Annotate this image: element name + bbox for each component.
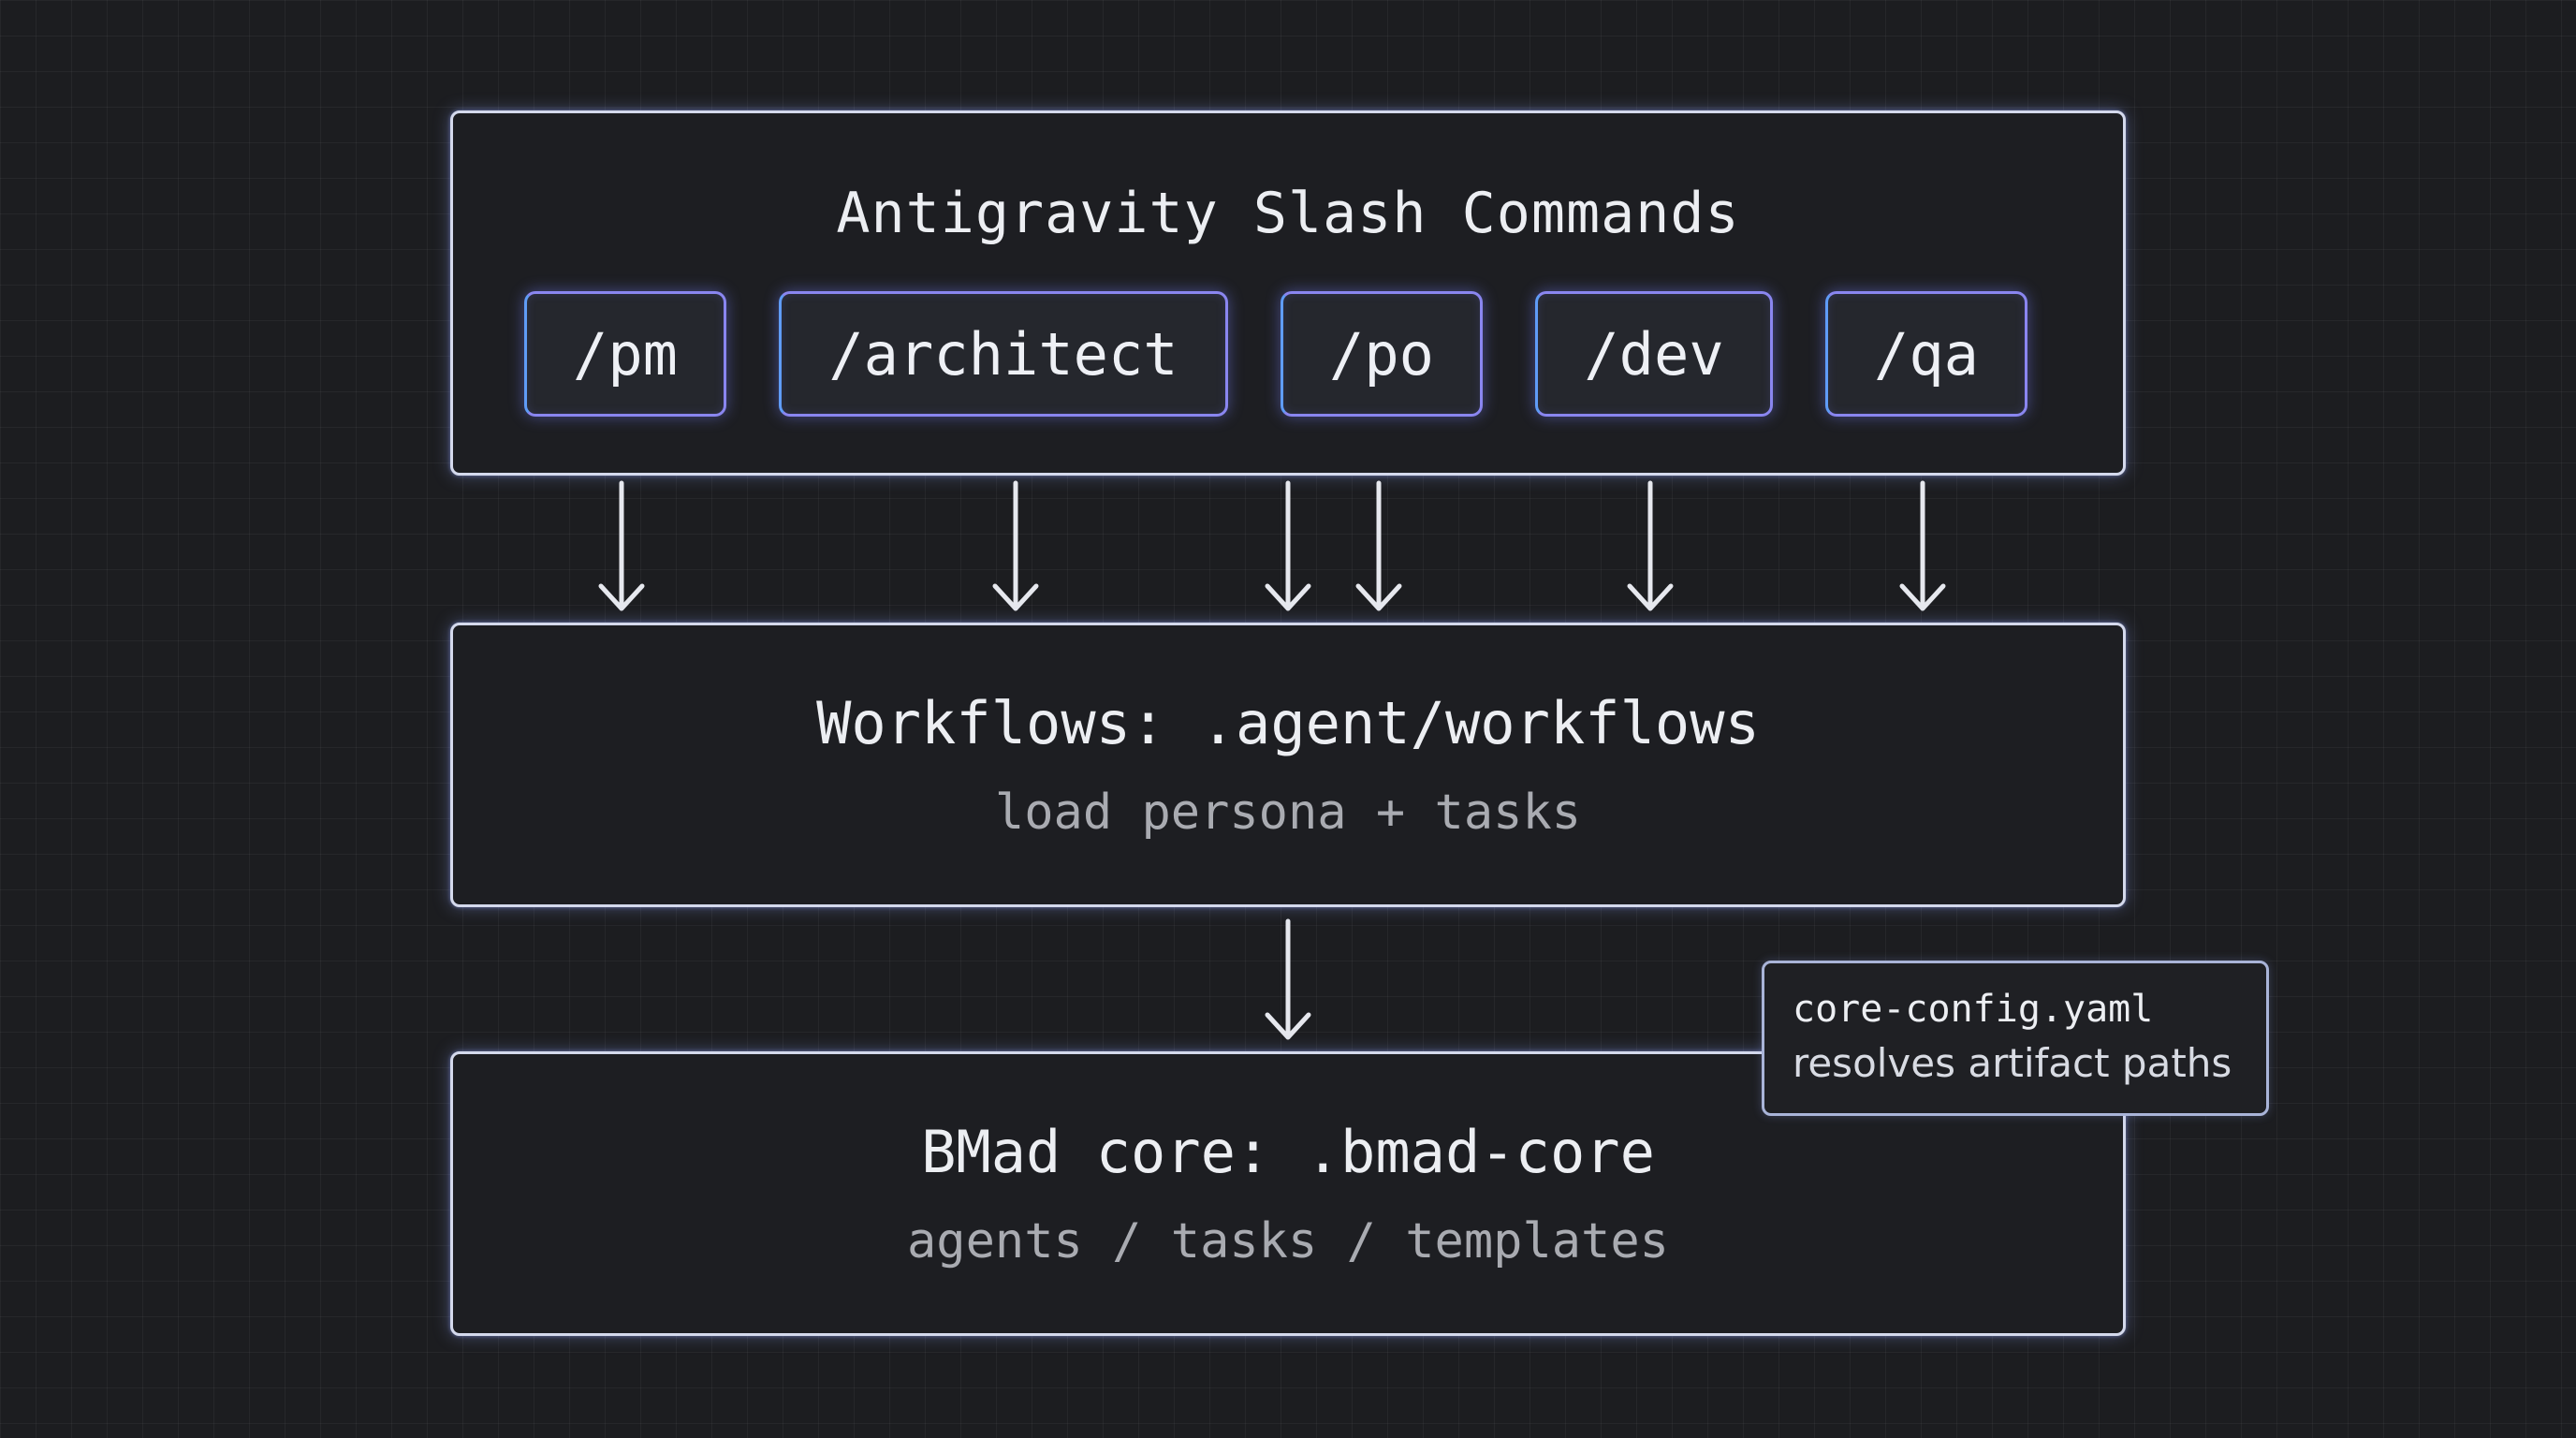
bmad-core-box: BMad core: .bmad-core agents / tasks / t… [450, 1051, 2126, 1336]
arrow-qa-to-workflows [1899, 480, 1946, 611]
bmad-core-subtitle: agents / tasks / templates [907, 1213, 1669, 1269]
arrow-po-left-to-workflows [1265, 480, 1311, 611]
callout-filename: core-config.yaml [1793, 988, 2154, 1031]
callout-description: resolves artifact paths [1793, 1040, 2232, 1086]
command-architect-label: /architect [828, 319, 1178, 389]
command-pm-label: /pm [573, 319, 678, 389]
core-config-callout: core-config.yaml resolves artifact paths [1762, 961, 2269, 1116]
arrow-dev-to-workflows [1627, 480, 1674, 611]
command-qa-button[interactable]: /qa [1825, 291, 2027, 417]
command-dev-label: /dev [1584, 319, 1724, 389]
command-architect-button[interactable]: /architect [779, 291, 1228, 417]
command-pm-button[interactable]: /pm [524, 291, 726, 417]
command-po-label: /po [1329, 319, 1434, 389]
workflows-subtitle: load persona + tasks [994, 785, 1582, 841]
command-po-button[interactable]: /po [1281, 291, 1483, 417]
arrow-workflows-to-core [1265, 918, 1311, 1040]
command-qa-label: /qa [1874, 319, 1979, 389]
arrow-architect-to-workflows [992, 480, 1039, 611]
arrow-pm-to-workflows [598, 480, 645, 611]
workflows-box: Workflows: .agent/workflows load persona… [450, 623, 2126, 907]
arrow-po-right-to-workflows [1355, 480, 1402, 611]
workflows-title: Workflows: .agent/workflows [816, 689, 1760, 757]
slash-commands-box: Antigravity Slash Commands /pm /architec… [450, 110, 2126, 476]
command-dev-button[interactable]: /dev [1535, 291, 1773, 417]
bmad-core-title: BMad core: .bmad-core [921, 1118, 1655, 1186]
slash-commands-title: Antigravity Slash Commands [836, 181, 1740, 246]
